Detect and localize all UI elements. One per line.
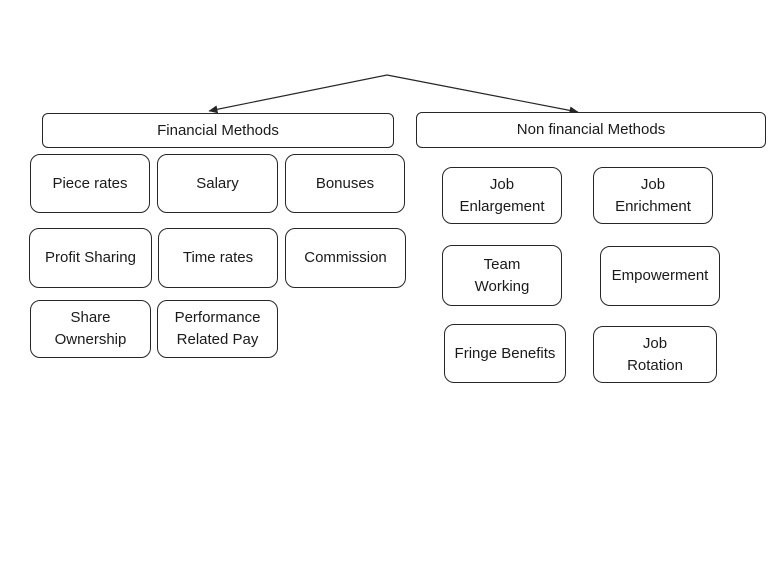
node-team-working: Team Working (442, 245, 562, 306)
node-profit-sharing: Profit Sharing (29, 228, 152, 288)
node-piece-rates: Piece rates (30, 154, 150, 213)
node-salary: Salary (157, 154, 278, 213)
node-performance-related-pay: Performance Related Pay (157, 300, 278, 358)
node-job-enrichment: Job Enrichment (593, 167, 713, 224)
node-commission: Commission (285, 228, 406, 288)
node-empowerment: Empowerment (600, 246, 720, 306)
node-job-enlargement: Job Enlargement (442, 167, 562, 224)
node-nonfinancial-methods: Non financial Methods (416, 112, 766, 148)
node-share-ownership: Share Ownership (30, 300, 151, 358)
node-financial-methods: Financial Methods (42, 113, 394, 148)
node-fringe-benefits: Fringe Benefits (444, 324, 566, 383)
node-time-rates: Time rates (158, 228, 278, 288)
connector-to-financial (208, 74, 388, 114)
node-job-rotation: Job Rotation (593, 326, 717, 383)
node-bonuses: Bonuses (285, 154, 405, 213)
connector-to-nonfinancial (386, 74, 579, 115)
